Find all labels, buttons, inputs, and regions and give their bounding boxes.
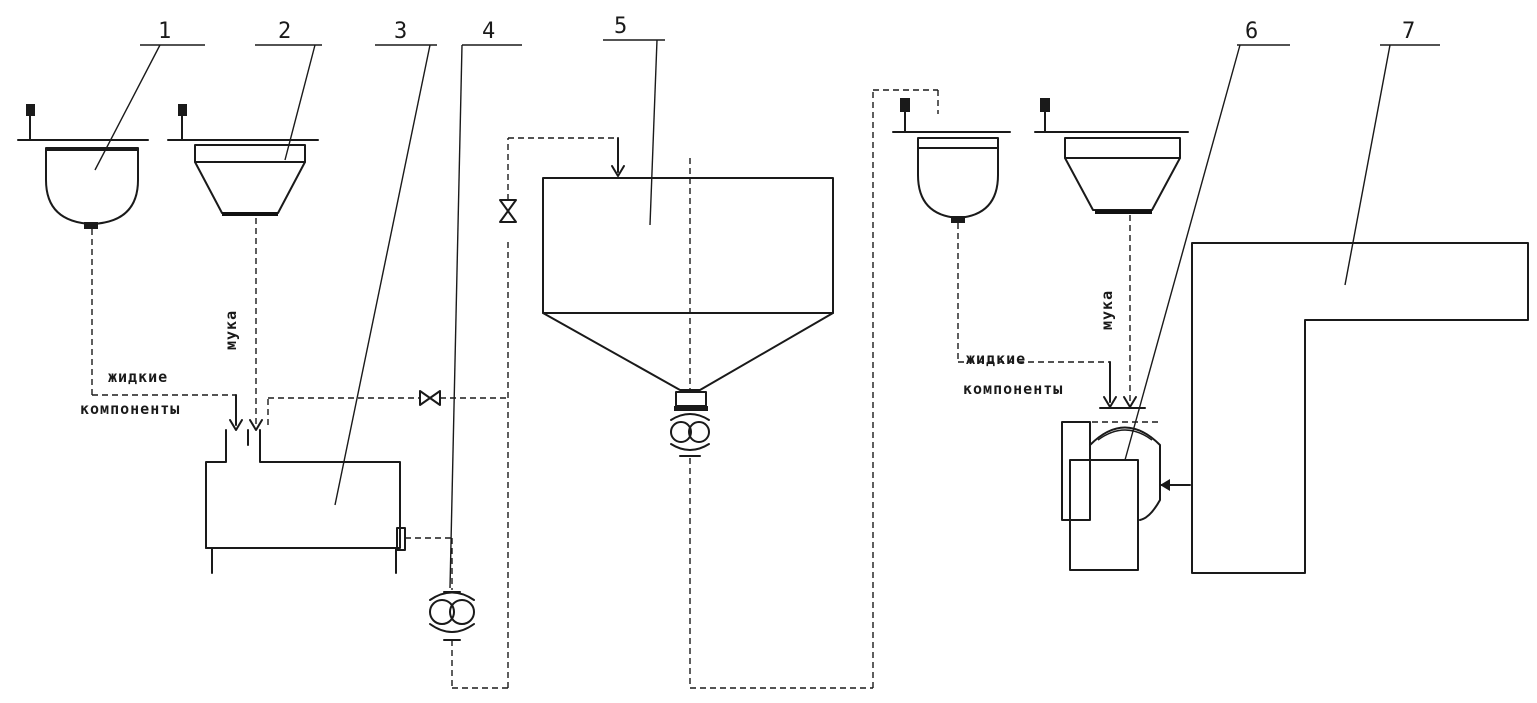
flour-hopper-2	[167, 104, 319, 431]
label-number-6: 6	[1245, 19, 1258, 44]
label-number-3: 3	[394, 19, 407, 44]
label-number-1: 1	[158, 19, 171, 44]
flour-label-right: мука	[1098, 290, 1116, 330]
leader-5: 5	[603, 14, 665, 226]
flour-hopper-right	[1034, 98, 1189, 408]
label-number-7: 7	[1402, 19, 1415, 44]
leader-6: 6	[1124, 19, 1290, 461]
mixer-3	[205, 390, 508, 574]
label-number-5: 5	[614, 14, 627, 39]
leader-7: 7	[1344, 19, 1440, 286]
fermentation-vessel-5	[542, 89, 939, 689]
liquid-tank-right	[892, 98, 1117, 408]
pump-4	[405, 137, 625, 689]
leader-3: 3	[334, 19, 437, 506]
divider-7	[1191, 242, 1529, 574]
leader-4: 4	[449, 19, 522, 589]
liquid-components-label-left-line2: компоненты	[80, 400, 180, 418]
liquid-components-label-right-line2: компоненты	[963, 380, 1063, 398]
liquid-tank-1	[17, 104, 243, 431]
label-number-2: 2	[278, 19, 291, 44]
leader-2: 2	[255, 19, 322, 161]
liquid-components-label-right-line1: жидкие	[966, 350, 1026, 368]
flour-label-left: мука	[222, 310, 240, 350]
dough-machine-6	[1061, 407, 1191, 571]
label-number-4: 4	[482, 19, 495, 44]
liquid-components-label-left-line1: жидкие	[108, 368, 168, 386]
